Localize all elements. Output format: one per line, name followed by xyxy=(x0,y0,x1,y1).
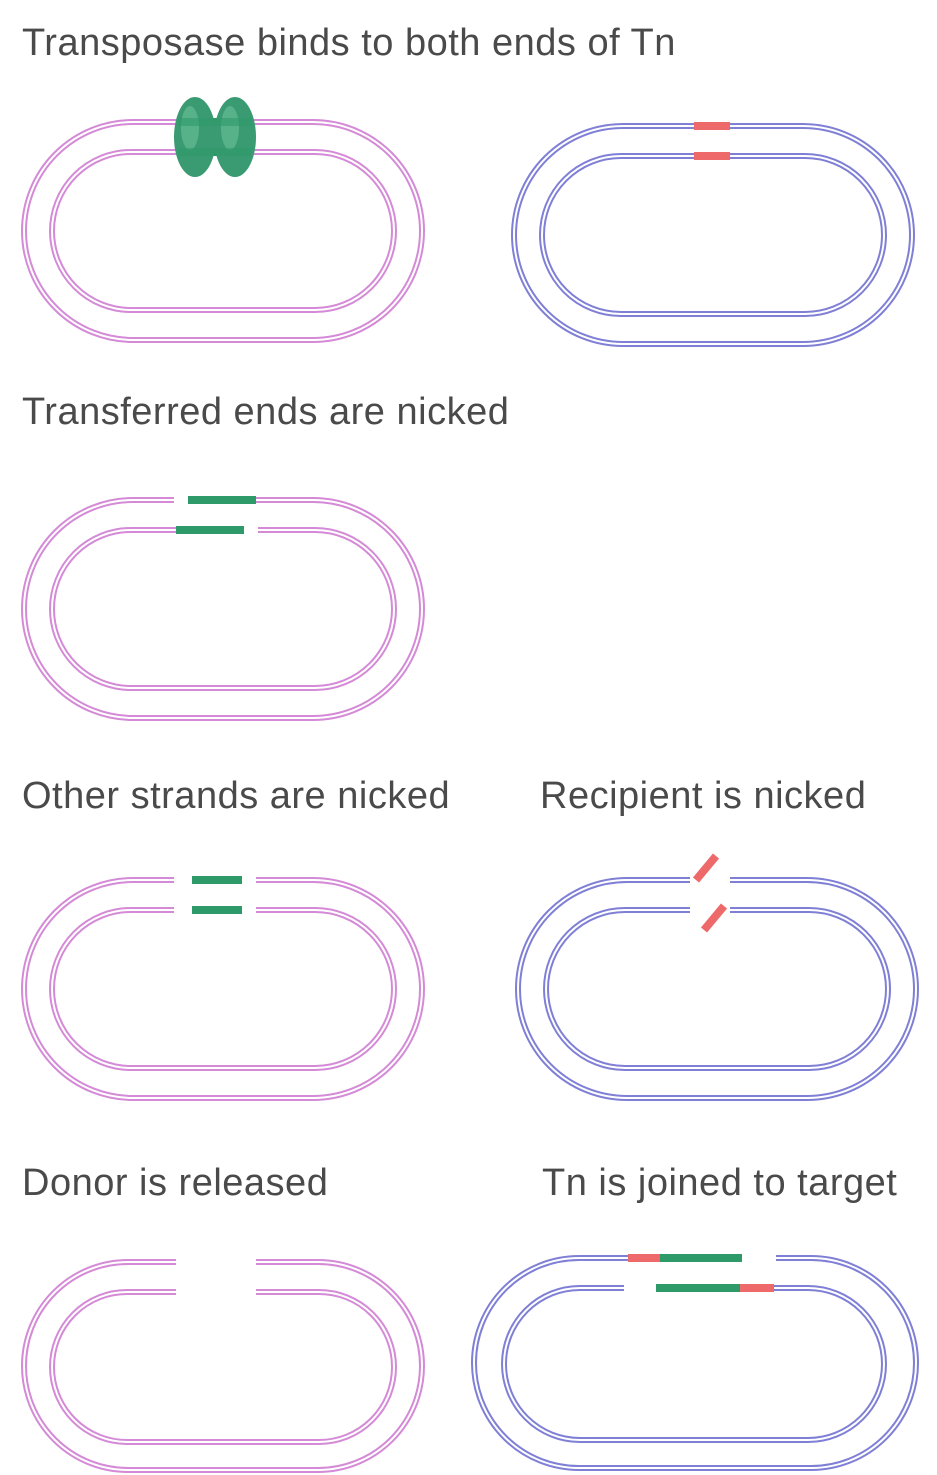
caption-tn-joined: Tn is joined to target xyxy=(542,1162,897,1204)
caption-other-strands-nicked: Other strands are nicked xyxy=(22,775,450,817)
recipient-inner-strand xyxy=(542,156,884,314)
transposase-protein-left xyxy=(174,97,216,177)
caption-donor-released: Donor is released xyxy=(22,1162,328,1204)
caption-transferred-ends-nicked: Transferred ends are nicked xyxy=(22,391,509,433)
donor-plasmid-3 xyxy=(24,874,422,1098)
empty-donor-gap xyxy=(176,1254,256,1300)
transposase-protein-right xyxy=(214,97,256,177)
recipient-plasmid-3 xyxy=(518,856,916,1098)
donor-plasmid-2 xyxy=(24,494,422,718)
nick-outer-left xyxy=(174,494,188,506)
caption-transposase-binds: Transposase binds to both ends of Tn xyxy=(22,22,676,64)
nick-inner-right xyxy=(244,524,258,536)
donor-plasmid-4 xyxy=(24,1254,422,1470)
donor-plasmid-1 xyxy=(24,97,422,340)
caption-recipient-nicked: Recipient is nicked xyxy=(540,775,866,817)
donor-inner-strand xyxy=(52,152,394,310)
recipient-plasmid-4 xyxy=(474,1250,916,1468)
recipient-plasmid-1 xyxy=(514,126,912,344)
